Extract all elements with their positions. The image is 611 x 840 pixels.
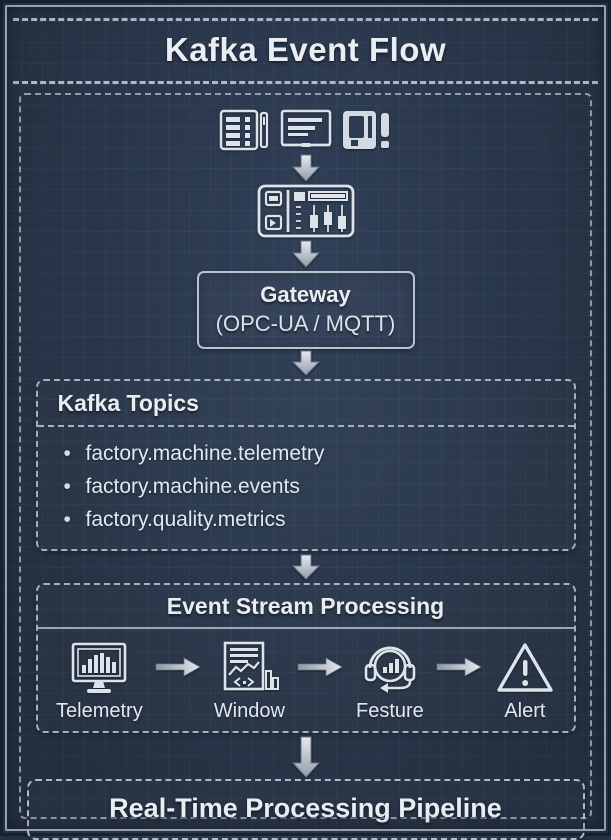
machine-alarm-icon: [341, 107, 393, 153]
content-frame: Gateway (OPC-UA / MQTT) Kafka Topics fac…: [19, 93, 592, 840]
source-machines-row: [219, 107, 393, 153]
gateway-subtitle: (OPC-UA / MQTT): [215, 311, 396, 336]
stage-label: Alert: [504, 700, 546, 722]
esp-title: Event Stream Processing: [37, 585, 574, 629]
machine-panel-icon: [219, 107, 271, 153]
telemetry-monitor-icon: [68, 641, 130, 695]
arrow-right-icon: [155, 655, 202, 679]
topic-item: factory.machine.events: [38, 470, 574, 503]
alert-triangle-icon: [495, 641, 555, 695]
esp-stages-row: Telemetry: [38, 629, 574, 731]
arrow-down-icon: [286, 154, 326, 182]
arrow-right-icon: [297, 655, 344, 679]
event-stream-processing-box: Event Stream Processing: [35, 583, 576, 733]
arrow-down-icon: [286, 350, 326, 376]
kafka-topics-title: Kafka Topics: [37, 381, 574, 427]
topic-item: factory.quality.metrics: [38, 503, 574, 536]
stage-window: Window: [214, 641, 285, 723]
arrow-down-icon: [286, 736, 326, 778]
stage-telemetry: Telemetry: [56, 641, 143, 723]
stage-label: Window: [213, 700, 285, 722]
page-title: Kafka Event Flow: [164, 31, 447, 68]
topic-item: factory.machine.telemetry: [38, 437, 574, 470]
title-band: Kafka Event Flow: [13, 18, 598, 84]
arrow-down-icon: [286, 240, 326, 268]
pipeline-box: Real-Time Processing Pipeline: [26, 779, 585, 840]
gateway-control-panel-icon: [257, 183, 355, 239]
stage-label: Telemetry: [56, 700, 143, 722]
pipeline-title: Real-Time Processing Pipeline: [109, 793, 502, 823]
arrow-right-icon: [436, 655, 483, 679]
stage-alert: Alert: [495, 641, 555, 723]
window-chart-icon: [218, 641, 280, 695]
arrow-down-icon: [286, 554, 326, 580]
kafka-topics-box: Kafka Topics factory.machine.telemetry f…: [35, 379, 576, 551]
gateway-title: Gateway: [260, 282, 351, 307]
stage-label: Festure: [356, 700, 424, 722]
topic-list: factory.machine.telemetry factory.machin…: [38, 437, 574, 536]
gateway-box: Gateway (OPC-UA / MQTT): [196, 271, 415, 349]
stage-festure: Festure: [356, 641, 424, 723]
machine-server-icon: [279, 107, 333, 153]
feature-headset-icon: [357, 641, 423, 695]
